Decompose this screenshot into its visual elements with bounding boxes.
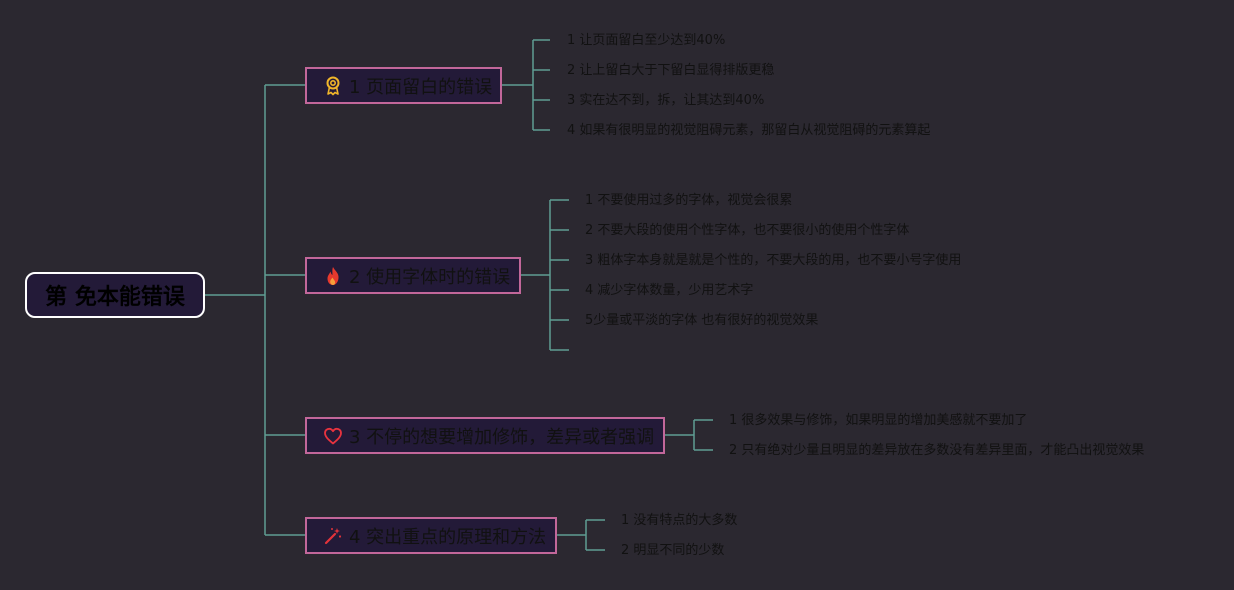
branch-label-3: 3 不停的想要增加修饰，差异或者强调 — [349, 426, 655, 448]
branch-node-2[interactable]: 2 使用字体时的错误 — [305, 257, 521, 294]
root-node[interactable]: 第 免本能错误 — [25, 272, 205, 318]
fire-icon — [323, 266, 343, 286]
leaf-2-5[interactable]: 5少量或平淡的字体 也有很好的视觉效果 — [585, 313, 819, 328]
branch-label-1: 1 页面留白的错误 — [349, 76, 493, 98]
award-icon — [323, 76, 343, 96]
leaf-3-2[interactable]: 2 只有绝对少量且明显的差异放在多数没有差异里面，才能凸出视觉效果 — [729, 443, 1145, 458]
branch-label-4: 4 突出重点的原理和方法 — [349, 526, 547, 548]
leaf-4-1[interactable]: 1 没有特点的大多数 — [621, 513, 738, 528]
root-label: 第 免本能错误 — [45, 285, 185, 310]
leaf-1-2[interactable]: 2 让上留白大于下留白显得排版更稳 — [567, 63, 775, 78]
leaf-2-2[interactable]: 2 不要大段的使用个性字体，也不要很小的使用个性字体 — [585, 223, 910, 238]
branch-node-3[interactable]: 3 不停的想要增加修饰，差异或者强调 — [305, 417, 665, 454]
leaf-4-2[interactable]: 2 明显不同的少数 — [621, 543, 725, 558]
leaf-2-3[interactable]: 3 粗体字本身就是就是个性的，不要大段的用，也不要小号字使用 — [585, 253, 962, 268]
leaf-1-4[interactable]: 4 如果有很明显的视觉阻碍元素，那留白从视觉阻碍的元素算起 — [567, 123, 931, 138]
leaf-3-1[interactable]: 1 很多效果与修饰，如果明显的增加美感就不要加了 — [729, 413, 1028, 428]
branch-node-1[interactable]: 1 页面留白的错误 — [305, 67, 502, 104]
leaf-2-1[interactable]: 1 不要使用过多的字体，视觉会很累 — [585, 193, 793, 208]
magic-wand-icon — [323, 526, 343, 546]
branch-node-4[interactable]: 4 突出重点的原理和方法 — [305, 517, 557, 554]
heart-icon — [323, 426, 343, 446]
leaf-2-4[interactable]: 4 减少字体数量，少用艺术字 — [585, 283, 754, 298]
leaf-1-1[interactable]: 1 让页面留白至少达到40% — [567, 33, 726, 48]
leaf-1-3[interactable]: 3 实在达不到，拆，让其达到40% — [567, 93, 765, 108]
branch-label-2: 2 使用字体时的错误 — [349, 266, 511, 288]
